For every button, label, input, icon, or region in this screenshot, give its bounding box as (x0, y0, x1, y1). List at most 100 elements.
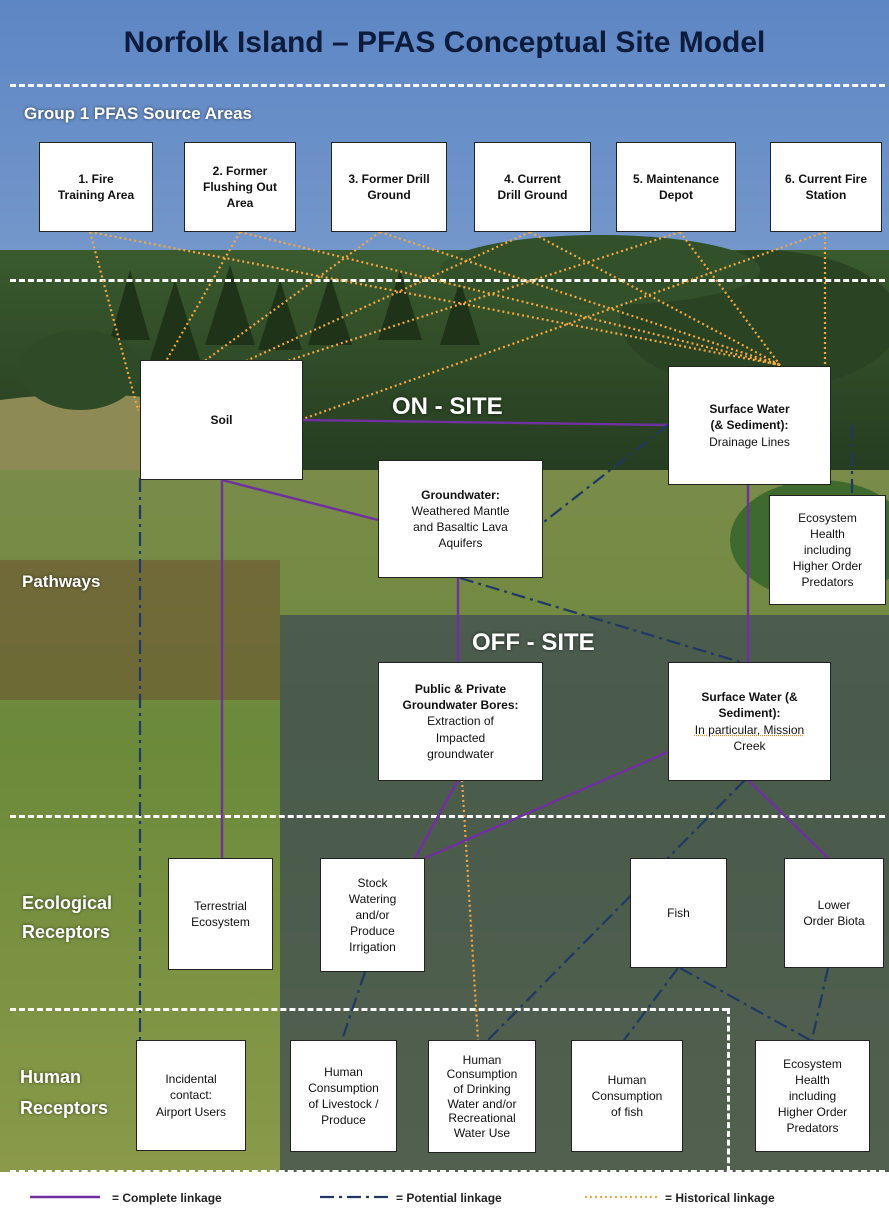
bores-bold1: Public & Private (414, 682, 507, 697)
livestock-line4: Produce (321, 1113, 366, 1128)
receptor-lower-order-biota: Lower Order Biota (784, 858, 884, 968)
sw-off-line1: In particular, Mission (694, 722, 805, 737)
source-former-flushing-out-area: 2. Former Flushing Out Area (184, 142, 296, 232)
separator-ecological (10, 1008, 728, 1011)
label-pathways: Pathways (22, 572, 101, 591)
bores-line2: Impacted (435, 730, 486, 745)
pathway-groundwater-bores: Public & Private Groundwater Bores: Extr… (378, 662, 543, 781)
gw-line2: and Basaltic Lava (413, 520, 508, 534)
label-human-1: Human (20, 1067, 82, 1087)
drinking-line2: Consumption (446, 1067, 518, 1082)
source-4-line1: 4. Current (504, 171, 561, 186)
receptor-human-drinking-water: Human Consumption of Drinking Water and/… (428, 1040, 536, 1153)
receptor-human-livestock: Human Consumption of Livestock / Produce (290, 1040, 397, 1152)
stock-line2: Watering (348, 891, 397, 906)
source-former-drill-ground: 3. Former Drill Ground (331, 142, 447, 232)
source-2-line1: 2. Former (212, 163, 268, 178)
sw-on-bold2: (& Sediment): (710, 418, 789, 433)
eco-on-line2: Health (810, 526, 845, 541)
livestock-line2: Consumption (308, 1080, 379, 1095)
legend-complete: = Complete linkage (112, 1191, 222, 1205)
bores-bold2: Groundwater Bores: (402, 698, 519, 713)
source-fire-training-area: 1. Fire Training Area (39, 142, 153, 232)
source-current-fire-station: 6. Current Fire Station (770, 142, 882, 232)
pathway-groundwater: Groundwater: Weathered Mantle and Basalt… (378, 460, 543, 578)
livestock-line3: of Livestock / (308, 1097, 379, 1111)
label-sources: Group 1 PFAS Source Areas (24, 104, 252, 123)
source-1-line2: Training Area (57, 188, 135, 202)
legend-panel (0, 1172, 889, 1218)
sw-on-bold1: Surface Water (709, 402, 790, 417)
gw-line3: Aquifers (438, 536, 483, 551)
receptor-incidental-contact: Incidental contact: Airport Users (136, 1040, 246, 1151)
source-4-line2: Drill Ground (497, 188, 568, 202)
gw-line1: Weathered Mantle (411, 503, 510, 518)
eco-on-line3: including (803, 542, 852, 557)
pathway-surface-water-off-site: Surface Water (& Sediment): In particula… (668, 662, 831, 781)
source-2-line3: Area (226, 196, 254, 211)
eco-on-line5: Predators (801, 575, 854, 590)
stock-line1: Stock (357, 875, 388, 890)
source-1-line1: 1. Fire (78, 171, 114, 186)
bores-line1: Extraction of (427, 714, 494, 729)
incidental-line1: Incidental (165, 1072, 217, 1087)
pathway-ecosystem-health: Ecosystem Health including Higher Order … (769, 495, 886, 605)
hfish-line1: Human (607, 1072, 647, 1087)
label-human-2: Receptors (20, 1098, 109, 1118)
separator-bottom (10, 1170, 885, 1173)
source-6-line1: 6. Current Fire (784, 171, 868, 186)
drinking-line3: of Drinking (453, 1081, 511, 1096)
eco-h-line4: Higher Order (777, 1105, 848, 1120)
source-maintenance-depot: 5. Maintenance Depot (616, 142, 736, 232)
source-5-line1: 5. Maintenance (632, 171, 720, 186)
drinking-line1: Human (462, 1052, 502, 1067)
source-5-line2: Depot (659, 188, 693, 202)
separator-pathways (10, 815, 885, 818)
stock-line5: Irrigation (349, 940, 396, 955)
terrestrial-line1: Terrestrial (194, 898, 247, 913)
receptor-ecosystem-health: Ecosystem Health including Higher Order … (755, 1040, 870, 1152)
sw-off-bold2: Sediment): (718, 706, 781, 721)
sw-off-bold1: Surface Water (& (701, 690, 798, 705)
incidental-line3: Airport Users (155, 1104, 226, 1119)
incidental-line2: contact: (169, 1088, 213, 1103)
eco-h-line2: Health (795, 1072, 830, 1087)
hfish-line3: of fish (610, 1105, 643, 1120)
source-6-line2: Station (805, 188, 847, 202)
hfish-line2: Consumption (591, 1088, 663, 1103)
terrestrial-line2: Ecosystem (191, 915, 250, 929)
source-3-line2: Ground (367, 188, 411, 202)
biota-line1: Lower (817, 897, 851, 912)
receptor-fish: Fish (630, 858, 727, 968)
label-ecological-1: Ecological (22, 893, 113, 913)
livestock-line1: Human (324, 1064, 363, 1079)
receptor-human-fish: Human Consumption of fish (571, 1040, 683, 1152)
drinking-line6: Water Use (453, 1125, 511, 1140)
separator-human-vertical (727, 1008, 730, 1172)
label-off-site: OFF - SITE (472, 629, 595, 656)
sw-off-line2: Creek (733, 738, 766, 753)
gw-bold: Groundwater: (421, 487, 500, 502)
drinking-line4: Water and/or (447, 1096, 517, 1111)
pathway-soil: Soil (140, 360, 303, 480)
receptor-stock-watering: Stock Watering and/or Produce Irrigation (320, 858, 425, 972)
drinking-line5: Recreational (448, 1111, 516, 1126)
legend-potential: = Potential linkage (396, 1191, 502, 1205)
separator-title (10, 84, 885, 87)
stock-line4: Produce (350, 924, 395, 939)
eco-h-line1: Ecosystem (783, 1056, 842, 1071)
source-2-line2: Flushing Out (203, 179, 277, 194)
label-ecological-2: Receptors (22, 922, 111, 942)
source-3-line1: 3. Former Drill (348, 171, 430, 186)
bores-line3: groundwater (427, 746, 494, 761)
fish-label: Fish (667, 905, 690, 920)
legend-historical: = Historical linkage (665, 1191, 775, 1205)
eco-h-line3: including (788, 1088, 837, 1103)
page-title: Norfolk Island – PFAS Conceptual Site Mo… (123, 26, 766, 59)
eco-on-line1: Ecosystem (798, 510, 857, 525)
soil-label: Soil (210, 412, 233, 427)
receptor-terrestrial-ecosystem: Terrestrial Ecosystem (168, 858, 273, 970)
label-on-site: ON - SITE (392, 393, 503, 420)
